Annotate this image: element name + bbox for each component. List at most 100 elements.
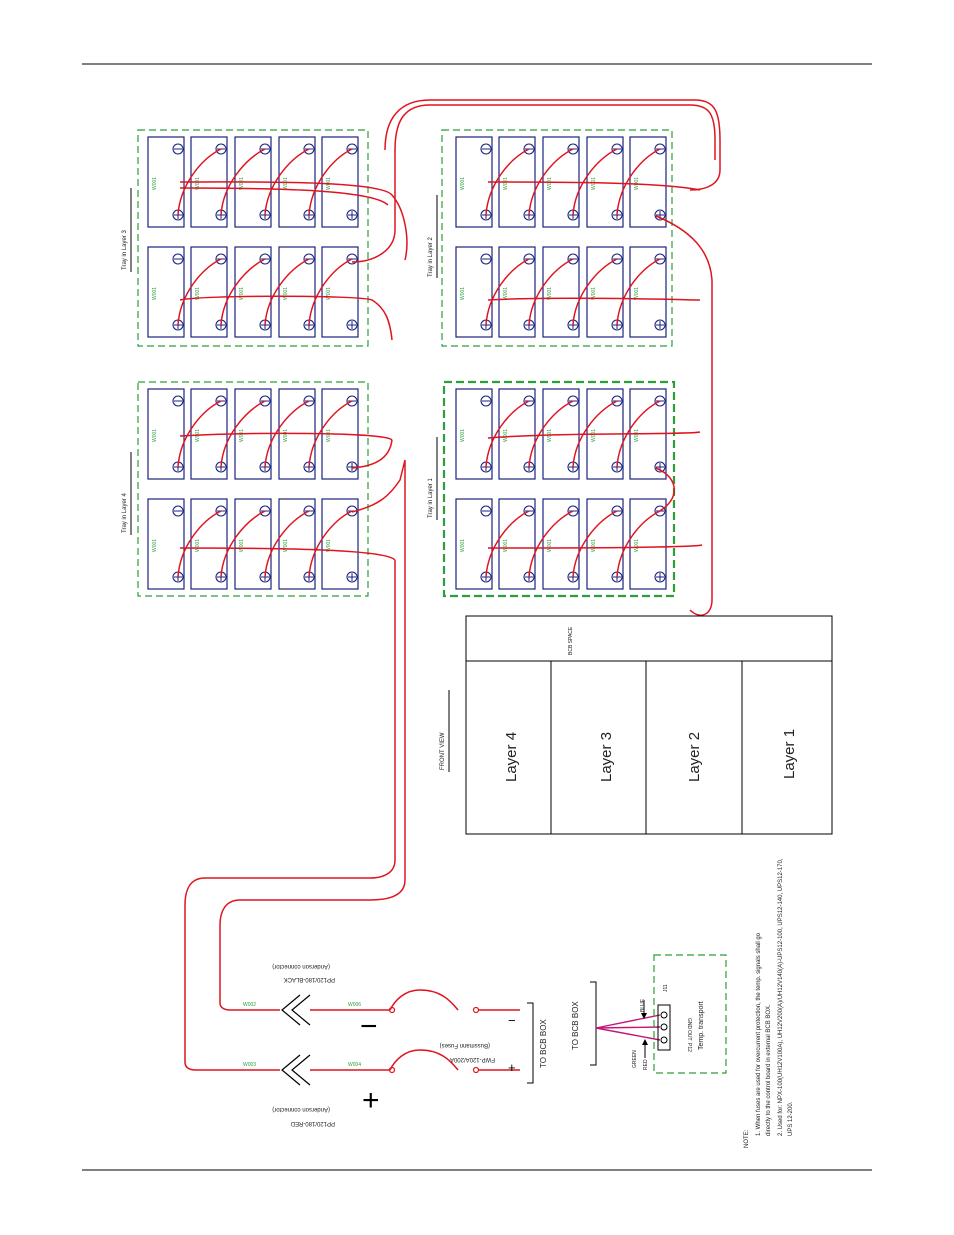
cell-wire-label: W001 xyxy=(460,287,466,300)
negative-terminal-icon xyxy=(303,505,315,517)
battery-cell xyxy=(321,498,359,590)
temp-wire-green: GREEN xyxy=(632,1050,638,1068)
cell-jumper xyxy=(308,258,353,326)
cell-jumper xyxy=(572,510,618,578)
negative-terminal-icon xyxy=(215,143,227,155)
cell-jumper xyxy=(485,148,530,216)
front-view: BCB SPACE Layer 4 Layer 3 Layer 2 Layer … xyxy=(440,615,833,835)
negative-terminal-icon xyxy=(480,395,492,407)
temp-pin-p12: P12 xyxy=(686,1043,692,1052)
cell-wire-label: W001 xyxy=(239,177,245,190)
negative-terminal-icon xyxy=(523,505,535,517)
temp-pin-out: OUT xyxy=(686,1030,692,1041)
cell-wire-label: W001 xyxy=(591,539,597,552)
negative-terminal-icon xyxy=(480,143,492,155)
cell-wire-label: W001 xyxy=(239,287,245,300)
negative-terminal-icon xyxy=(523,143,535,155)
layer-1-label: Layer 1 xyxy=(781,729,798,779)
front-view-title: FRONT VIEW xyxy=(440,732,446,770)
tray-label-layer2: Tray in Layer 2 xyxy=(428,237,434,277)
negative-terminal-icon xyxy=(480,505,492,517)
negative-terminal-icon xyxy=(654,253,666,265)
cell-jumper xyxy=(177,510,222,578)
negative-terminal-icon xyxy=(567,143,579,155)
cell-jumper xyxy=(264,510,310,578)
temp-title: Temp. transport xyxy=(698,1001,705,1050)
negative-terminal-icon xyxy=(172,505,184,517)
wire-label: W006 xyxy=(348,1002,361,1008)
cell-wire-label: W001 xyxy=(283,429,289,442)
negative-terminal-icon xyxy=(215,253,227,265)
note-line: 2. Used for: NPX-100(UH12V100A), UH12V20… xyxy=(778,858,784,1136)
battery-cell xyxy=(455,246,493,338)
cell-wire-label: W001 xyxy=(503,539,509,552)
minus-symbol: − xyxy=(360,1010,378,1043)
cell-jumpers xyxy=(177,148,661,578)
cabinet-outline xyxy=(465,615,833,835)
cell-jumper xyxy=(485,400,530,468)
battery-cell xyxy=(147,498,185,590)
temp-bracket xyxy=(590,981,597,1066)
cell-wire-label: W001 xyxy=(634,429,640,442)
cell-wire-label: W001 xyxy=(460,177,466,190)
temp-connector-id: J11 xyxy=(663,984,669,992)
negative-terminal-icon xyxy=(567,395,579,407)
note-line: UPS 12-200. xyxy=(788,1101,794,1136)
tray-label-layer3: Tray in Layer 3 xyxy=(122,230,128,270)
negative-terminal-icon xyxy=(654,505,666,517)
battery-cell xyxy=(586,246,624,338)
negative-terminal-icon xyxy=(654,143,666,155)
cell-jumper xyxy=(308,148,353,216)
minus-small: − xyxy=(508,1013,516,1028)
to-bcb-label: TO BCB BOX xyxy=(539,1019,548,1068)
battery-cell xyxy=(278,498,316,590)
cell-wire-label: W001 xyxy=(634,539,640,552)
cell-wire-label: W001 xyxy=(326,429,332,442)
fuse-note: (Bussmann Fuses) xyxy=(440,1042,490,1048)
cell-wire-label: W001 xyxy=(283,177,289,190)
cell-wire-label: W001 xyxy=(195,177,201,190)
tray-label-layer4: Tray in Layer 4 xyxy=(122,493,128,533)
negative-terminal-icon xyxy=(172,143,184,155)
cell-wire-label: W001 xyxy=(152,177,158,190)
negative-terminal-icon xyxy=(303,395,315,407)
cell-jumper xyxy=(264,400,310,468)
cell-jumper xyxy=(220,148,266,216)
cell-wire-label: W001 xyxy=(152,429,158,442)
positive-terminal-icon xyxy=(346,571,358,583)
cell-jumper xyxy=(528,148,574,216)
battery-cell xyxy=(147,388,185,480)
cell-wire-label: W001 xyxy=(503,287,509,300)
note-title: NOTE: xyxy=(744,1129,750,1148)
cell-wire-label: W001 xyxy=(239,539,245,552)
cell-wire-label: W001 xyxy=(152,287,158,300)
temp-pin-gnd: GND xyxy=(686,1018,692,1030)
battery-cell xyxy=(542,246,580,338)
cell-wire-label: W001 xyxy=(591,287,597,300)
connector-red-part: PP120/180-RED xyxy=(290,1120,335,1126)
negative-terminal-icon xyxy=(303,253,315,265)
note-line: directly to the control board in externa… xyxy=(766,1004,772,1136)
cell-jumper xyxy=(572,400,618,468)
tray-layer1-outline xyxy=(442,380,676,598)
temp-wire-red: RED xyxy=(643,1059,649,1070)
to-bcb-bracket xyxy=(527,1002,534,1084)
connector-black-part: PP120/180-BLACK xyxy=(284,976,335,982)
negative-terminal-icon xyxy=(215,505,227,517)
battery-cell xyxy=(629,136,667,228)
negative-terminal-icon xyxy=(346,395,358,407)
note-line: 1. When fuses are used for overcurrent p… xyxy=(756,932,762,1136)
cell-jumper xyxy=(308,510,353,578)
battery-cell xyxy=(234,498,272,590)
negative-terminal-icon xyxy=(303,143,315,155)
cell-jumper xyxy=(616,400,661,468)
cell-jumper xyxy=(485,510,530,578)
battery-cell xyxy=(586,498,624,590)
cell-wire-label: W001 xyxy=(460,429,466,442)
battery-cell xyxy=(629,246,667,338)
layer-3-label: Layer 3 xyxy=(598,732,615,782)
anderson-connector-red-icon xyxy=(281,1054,311,1086)
cell-wire-label: W001 xyxy=(547,287,553,300)
tray-layer2-outline xyxy=(441,129,673,347)
